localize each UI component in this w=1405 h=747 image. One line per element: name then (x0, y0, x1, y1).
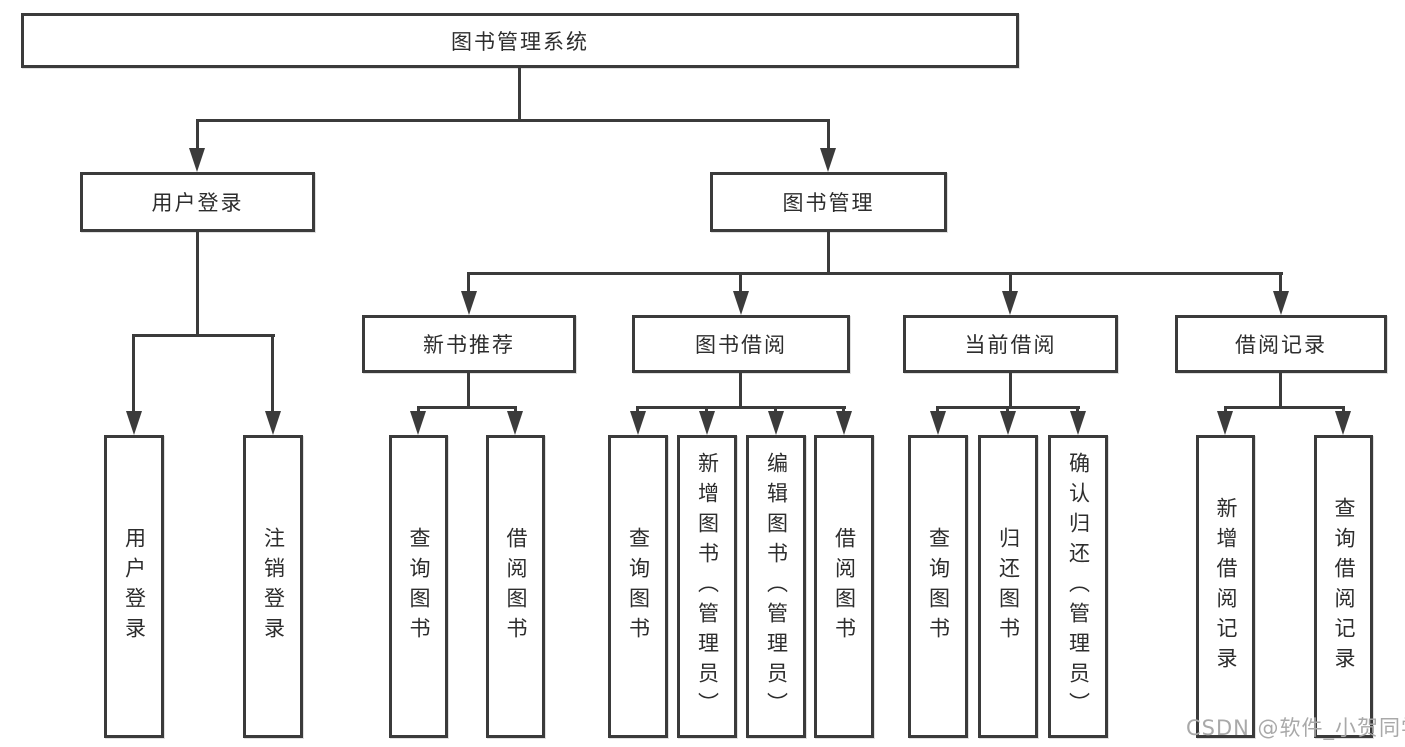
leaf-query-books-1-label: 查询图书 (407, 526, 431, 647)
watermark-text: CSDN @软件_小贺同学 (1186, 716, 1405, 740)
leaf-query-books-2: 查询图书 (608, 435, 668, 738)
arrowhead-down-icon (930, 411, 946, 435)
connector-line (842, 406, 845, 414)
connector-line (705, 406, 708, 414)
arrowhead-down-icon (768, 411, 784, 435)
connector-line (1224, 406, 1345, 409)
connector-line (827, 232, 830, 275)
arrowhead-down-icon (836, 411, 852, 435)
leaf-query-books-3: 查询图书 (908, 435, 968, 738)
connector-line (518, 68, 521, 122)
leaf-borrow-books-2-label: 借阅图书 (832, 526, 857, 647)
connector-line (1279, 272, 1282, 294)
leaf-query-borrow-record: 查询借阅记录 (1314, 435, 1373, 738)
arrowhead-down-icon (1217, 411, 1233, 435)
connector-line (417, 406, 420, 414)
leaf-add-borrow-record: 新增借阅记录 (1196, 435, 1255, 738)
leaf-user-login: 用户登录 (104, 435, 164, 738)
leaf-logout-label: 注销登录 (261, 526, 286, 647)
connector-line (774, 406, 777, 414)
arrowhead-down-icon (410, 411, 426, 435)
arrowhead-down-icon (733, 291, 749, 315)
node-new-book-recommend: 新书推荐 (362, 315, 576, 373)
connector-line (739, 373, 742, 409)
node-current-borrowing: 当前借阅 (903, 315, 1118, 373)
connector-line (467, 373, 470, 409)
leaf-user-login-label: 用户登录 (122, 526, 147, 647)
leaf-logout: 注销登录 (243, 435, 303, 738)
leaf-return-books-label: 归还图书 (996, 526, 1021, 647)
leaf-add-books-admin: 新增图书（管理员） (677, 435, 737, 738)
connector-line (196, 232, 199, 337)
connector-line (467, 272, 1283, 275)
connector-line (1006, 406, 1009, 414)
connector-line (132, 334, 135, 413)
leaf-add-books-admin-label: 新增图书（管理员） (695, 451, 720, 722)
arrowhead-down-icon (1002, 291, 1018, 315)
connector-line (196, 119, 199, 151)
leaf-borrow-books-1: 借阅图书 (486, 435, 545, 738)
arrowhead-down-icon (630, 411, 646, 435)
leaf-query-books-2-label: 查询图书 (626, 526, 651, 647)
leaf-query-books-1: 查询图书 (389, 435, 448, 738)
connector-line (1076, 406, 1079, 414)
arrowhead-down-icon (820, 148, 836, 172)
arrowhead-down-icon (461, 291, 477, 315)
leaf-borrow-books-1-label: 借阅图书 (504, 526, 528, 647)
connector-line (132, 334, 275, 337)
connector-line (417, 406, 517, 409)
leaf-confirm-return-admin: 确认归还（管理员） (1048, 435, 1108, 738)
connector-line (1224, 406, 1227, 414)
leaf-add-borrow-record-label: 新增借阅记录 (1214, 496, 1238, 677)
connector-line (1342, 406, 1345, 414)
connector-line (1279, 373, 1282, 409)
connector-line (1009, 373, 1012, 409)
leaf-confirm-return-admin-label: 确认归还（管理员） (1066, 451, 1091, 722)
arrowhead-down-icon (126, 411, 142, 435)
node-root-system: 图书管理系统 (21, 13, 1019, 68)
connector-line (827, 119, 830, 151)
leaf-query-borrow-record-label: 查询借阅记录 (1332, 496, 1356, 677)
node-book-borrowing: 图书借阅 (632, 315, 850, 373)
connector-line (636, 406, 639, 414)
arrowhead-down-icon (1335, 411, 1351, 435)
node-user-login: 用户登录 (80, 172, 315, 232)
leaf-borrow-books-2: 借阅图书 (814, 435, 874, 738)
arrowhead-down-icon (189, 148, 205, 172)
arrowhead-down-icon (1070, 411, 1086, 435)
connector-line (196, 119, 830, 122)
connector-line (936, 406, 939, 414)
arrowhead-down-icon (1000, 411, 1016, 435)
connector-line (467, 272, 470, 294)
connector-line (1009, 272, 1012, 294)
connector-line (271, 334, 274, 413)
leaf-edit-books-admin: 编辑图书（管理员） (746, 435, 806, 738)
connector-line (739, 272, 742, 294)
arrowhead-down-icon (265, 411, 281, 435)
arrowhead-down-icon (699, 411, 715, 435)
node-borrowing-records: 借阅记录 (1175, 315, 1387, 373)
node-book-management: 图书管理 (710, 172, 947, 232)
connector-line (636, 406, 846, 409)
leaf-query-books-3-label: 查询图书 (926, 526, 951, 647)
connector-line (514, 406, 517, 414)
leaf-edit-books-admin-label: 编辑图书（管理员） (764, 451, 789, 722)
leaf-return-books: 归还图书 (978, 435, 1038, 738)
arrowhead-down-icon (1273, 291, 1289, 315)
arrowhead-down-icon (507, 411, 523, 435)
